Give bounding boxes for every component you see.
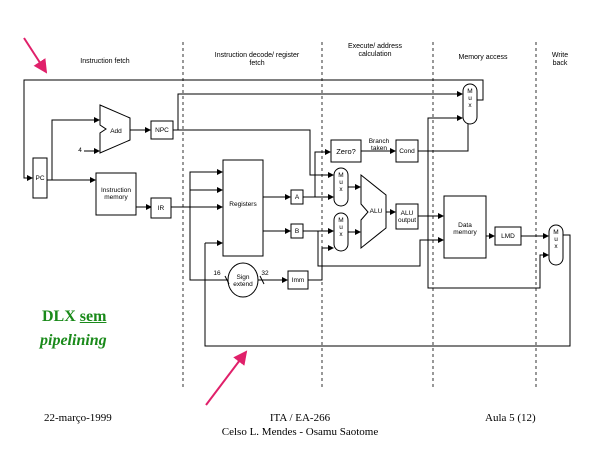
mux-a — [333, 167, 349, 207]
stage-label-fetch: Instruction fetch — [80, 58, 130, 65]
a-register — [290, 189, 304, 205]
wire-npc-top — [173, 91, 463, 131]
stage-label-writeback: Write back — [551, 52, 569, 67]
wire-pcmux-out — [477, 84, 484, 101]
footer-date: 22-março-1999 — [44, 412, 112, 424]
wire-aluout-mux — [427, 115, 463, 216]
wire-pc-add — [51, 117, 100, 180]
b-register — [290, 223, 304, 239]
pink-arrow-bottom — [205, 350, 248, 406]
wire-writeback-loop — [204, 234, 571, 347]
mux-b — [333, 212, 349, 252]
stage-label-memory: Memory access — [458, 54, 508, 61]
cond-register — [395, 139, 419, 163]
alu — [360, 173, 387, 250]
footer-authors: Celso L. Mendes - Osamu Saotome — [221, 426, 379, 438]
mux-pc — [462, 83, 478, 125]
mux-wb — [548, 224, 564, 266]
wire-aluout-wbmux — [427, 216, 549, 289]
wire-ir-signext — [189, 207, 228, 281]
stage-label-execute: Execute/ address calculation — [347, 43, 403, 58]
wire-npc-mux1 — [178, 129, 334, 178]
data-memory — [443, 195, 487, 259]
wire-a-zero — [314, 149, 331, 197]
adder — [99, 104, 131, 154]
pink-arrow-top — [23, 37, 48, 74]
alu-output-register — [395, 203, 419, 230]
zero-detect — [330, 139, 362, 163]
slide-title-line2: pipelining — [40, 332, 107, 349]
wire-pc-feedback — [23, 79, 484, 181]
pc-register — [32, 157, 48, 199]
slide-title-line1: DLX sem — [42, 308, 107, 325]
stage-label-decode: Instruction decode/ register fetch — [214, 52, 300, 67]
ir-register — [150, 197, 172, 219]
footer-course: ITA / EA-266 — [269, 412, 331, 424]
register-file — [222, 159, 264, 257]
npc-register — [150, 120, 174, 140]
lmd-register — [494, 226, 522, 246]
imm-register — [287, 270, 309, 290]
wire-cond-mux — [418, 123, 469, 152]
sign-extend — [227, 262, 259, 298]
wire-imm-mux2 — [308, 245, 334, 281]
instruction-memory — [95, 172, 137, 216]
footer-lecture: Aula 5 (12) — [485, 412, 536, 424]
